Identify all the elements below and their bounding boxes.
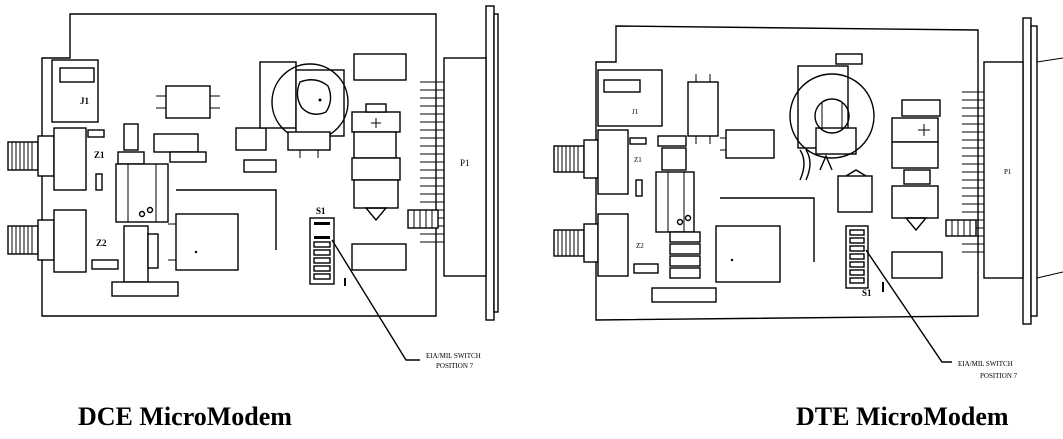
dce-bnc-top <box>7 127 87 191</box>
dte-callout-line2: POSITION 7 <box>980 372 1018 380</box>
dte-s1-label: S1 <box>862 288 872 298</box>
dte-board: P1 J1 <box>553 17 1063 380</box>
dte-callout-line <box>865 249 952 363</box>
dte-z2-label: Z2 <box>636 242 644 250</box>
dte-s1-switch <box>845 225 869 289</box>
dte-bracket <box>1022 17 1032 325</box>
dce-large-chip <box>175 213 239 271</box>
dce-pot <box>296 79 332 115</box>
dte-bnc-bottom <box>553 213 629 277</box>
dte-z1-label: Z1 <box>634 156 642 164</box>
dte-pot-highlight-circle <box>789 73 875 159</box>
dce-bnc-bottom <box>7 209 87 273</box>
dce-board: P1 J1 <box>7 5 499 370</box>
dce-bracket <box>485 5 495 321</box>
dce-caption: DCE MicroModem <box>78 402 292 431</box>
dce-callout-line <box>331 239 420 361</box>
dce-p1-connector <box>443 57 487 277</box>
dte-bnc-top <box>553 129 629 195</box>
dce-callout-line2: POSITION 7 <box>436 362 474 370</box>
dce-capacitor <box>165 85 211 119</box>
dte-p1-connector <box>983 61 1024 279</box>
dte-board-outline <box>595 25 979 321</box>
dte-large-chip <box>715 225 781 283</box>
dce-p1-label: P1 <box>460 158 470 168</box>
dce-callout-line1: EIA/MIL SWITCH <box>426 352 481 360</box>
dte-p1-label: P1 <box>1004 168 1012 176</box>
dte-j1-label: J1 <box>632 108 639 116</box>
dte-caption: DTE MicroModem <box>796 402 1009 431</box>
dte-connector-pins <box>962 91 984 253</box>
dte-ic-block <box>655 171 695 233</box>
dte-pot <box>814 98 850 134</box>
dce-s1-label: S1 <box>316 206 326 216</box>
dce-z2-label: Z2 <box>96 238 107 248</box>
dte-capacitor <box>687 81 719 137</box>
dte-callout-line1: EIA/MIL SWITCH <box>958 360 1013 368</box>
dte-j1-block <box>597 69 663 127</box>
dce-z1-label: Z1 <box>94 150 105 160</box>
dte-plus-cap <box>891 117 939 143</box>
dce-board-outline <box>41 13 437 317</box>
dce-j1-label: J1 <box>80 96 90 106</box>
dce-ic-block <box>115 163 169 223</box>
